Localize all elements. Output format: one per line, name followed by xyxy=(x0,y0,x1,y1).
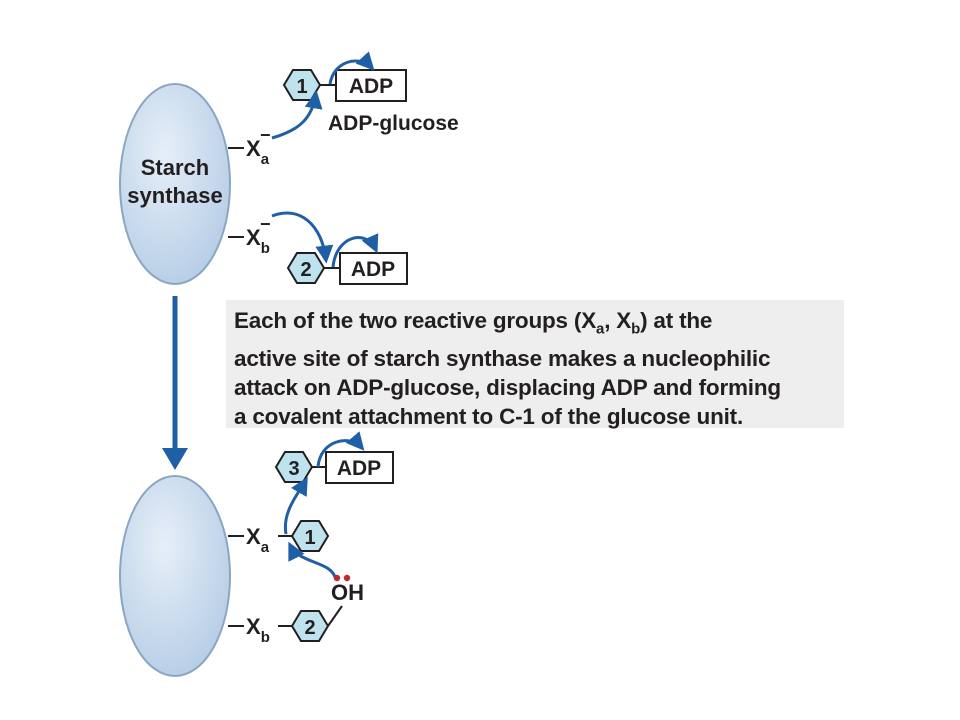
xa-charge-top: − xyxy=(260,125,271,145)
xa-label-top: Xa xyxy=(246,136,270,168)
adp-glucose-label: ADP-glucose xyxy=(328,112,459,135)
electron-dot-right xyxy=(343,574,351,582)
glucose-number-1-top: 1 xyxy=(296,76,307,98)
hydroxyl-label: OH xyxy=(331,580,364,605)
caption-line-1: Each of the two reactive groups (Xa, Xb)… xyxy=(234,308,713,338)
reaction-progress-arrowhead xyxy=(162,448,188,470)
adp-label-top: ADP xyxy=(349,75,393,98)
enzyme-top xyxy=(119,83,231,285)
adp-box-bottom xyxy=(325,451,394,484)
glucose-number-2-top: 2 xyxy=(300,259,311,281)
enzyme-bottom xyxy=(119,475,231,677)
glucose-number-2-bottom: 2 xyxy=(304,617,315,639)
bond-break-arrow-bottom xyxy=(316,431,365,468)
electron-dot-left xyxy=(333,574,341,582)
xb-label-top: Xb xyxy=(246,225,270,257)
xb-label-bottom: Xb xyxy=(246,614,270,646)
glucose-2-to-oh-bond xyxy=(327,605,343,627)
glucose-number-1-bottom: 1 xyxy=(304,527,315,549)
caption-line-2: active site of starch synthase makes a n… xyxy=(234,345,771,371)
hydroxyl-attack-arrow xyxy=(288,541,338,581)
adp-label-bottom: ADP xyxy=(337,457,381,480)
xa-label-bottom: Xa xyxy=(246,524,270,556)
xa-bond-arrow-bottom xyxy=(283,476,308,535)
xb-charge-top: − xyxy=(260,214,271,234)
glucose-number-3-bottom: 3 xyxy=(288,458,299,480)
enzyme-name-line2: synthase xyxy=(127,183,222,208)
adp-box-top xyxy=(335,69,407,102)
bond-break-arrow-xb xyxy=(331,233,379,268)
caption-box: Each of the two reactive groups (Xa, Xb)… xyxy=(226,300,844,429)
nucleophilic-attack-arrow-xb xyxy=(271,211,334,264)
bond-break-arrow-top xyxy=(328,51,375,85)
nucleophilic-attack-arrow-top xyxy=(271,90,323,140)
adp-label-2-top: ADP xyxy=(351,258,395,281)
enzyme-name-line1: Starch xyxy=(141,155,209,180)
caption-line-4: a covalent attachment to C-1 of the gluc… xyxy=(234,403,744,429)
caption-line-3: attack on ADP-glucose, displacing ADP an… xyxy=(234,374,781,400)
